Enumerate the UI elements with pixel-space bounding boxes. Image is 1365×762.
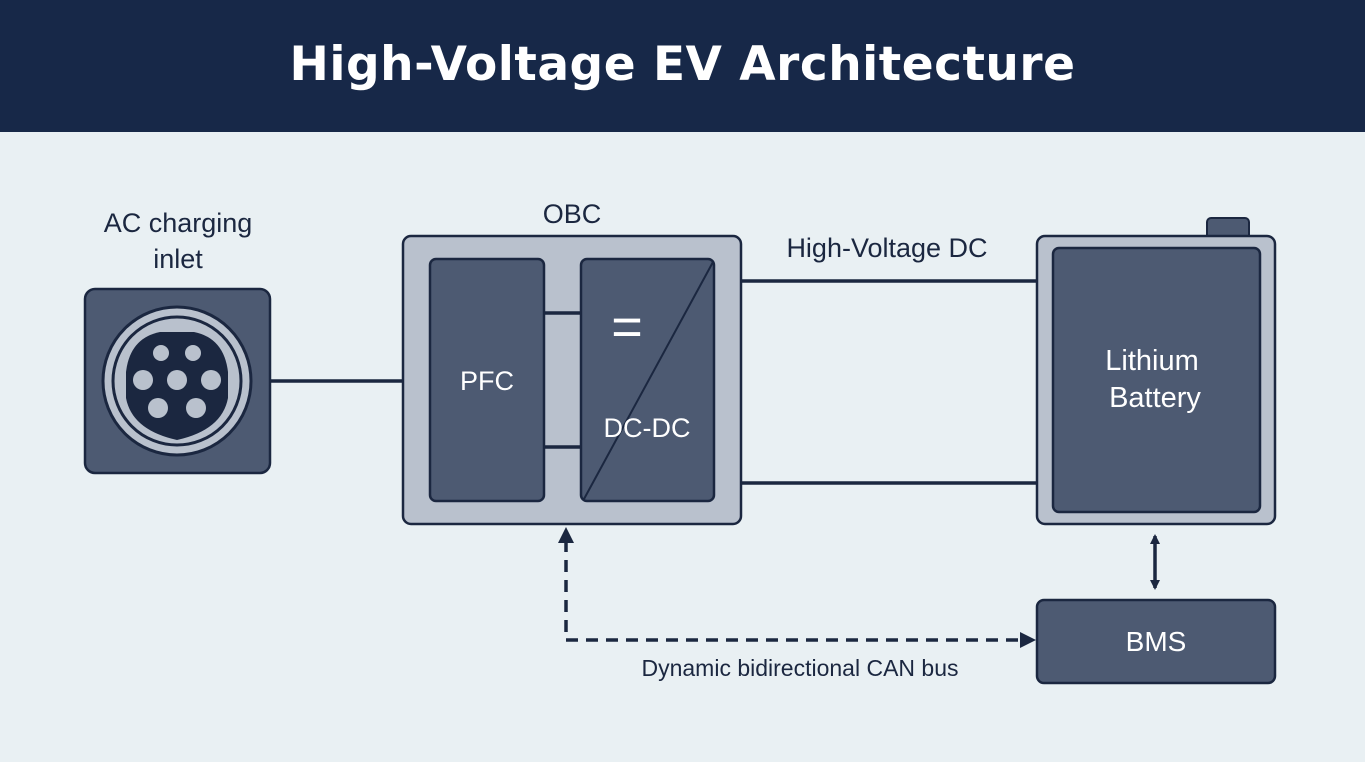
obc-unit: OBC PFC = DC-DC xyxy=(401,199,743,526)
ac-inlet-label-line2: inlet xyxy=(153,244,203,274)
can-bus-dashed-line xyxy=(564,540,1024,642)
battery-label-line1: Lithium xyxy=(1105,345,1199,377)
battery: Lithium Battery xyxy=(1035,217,1277,526)
can-bus-arrow-up-icon xyxy=(558,527,574,543)
charging-connector-icon xyxy=(101,305,253,457)
title-banner: High-Voltage EV Architecture xyxy=(0,0,1365,132)
hv-dc-label: High-Voltage DC xyxy=(786,233,987,263)
dcdc-equals-icon: = xyxy=(611,297,643,357)
ac-inlet-label-line1: AC charging xyxy=(104,208,253,238)
dcdc-diagonal-divider xyxy=(583,261,714,500)
can-bus-label: Dynamic bidirectional CAN bus xyxy=(641,655,958,681)
page-title: High-Voltage EV Architecture xyxy=(289,36,1076,92)
battery-label-line2: Battery xyxy=(1109,382,1201,414)
bms-block xyxy=(1035,598,1277,685)
battery-cell xyxy=(1051,246,1262,514)
can-bus-connection: Dynamic bidirectional CAN bus xyxy=(558,527,1036,681)
obc-label: OBC xyxy=(543,199,602,229)
ac-inlet: AC charging inlet xyxy=(83,208,272,475)
bms-label: BMS xyxy=(1126,626,1187,657)
pfc-label: PFC xyxy=(460,366,514,396)
pfc-block xyxy=(428,257,546,503)
dcdc-label: DC-DC xyxy=(604,413,691,443)
can-bus-arrow-right-icon xyxy=(1020,632,1036,648)
